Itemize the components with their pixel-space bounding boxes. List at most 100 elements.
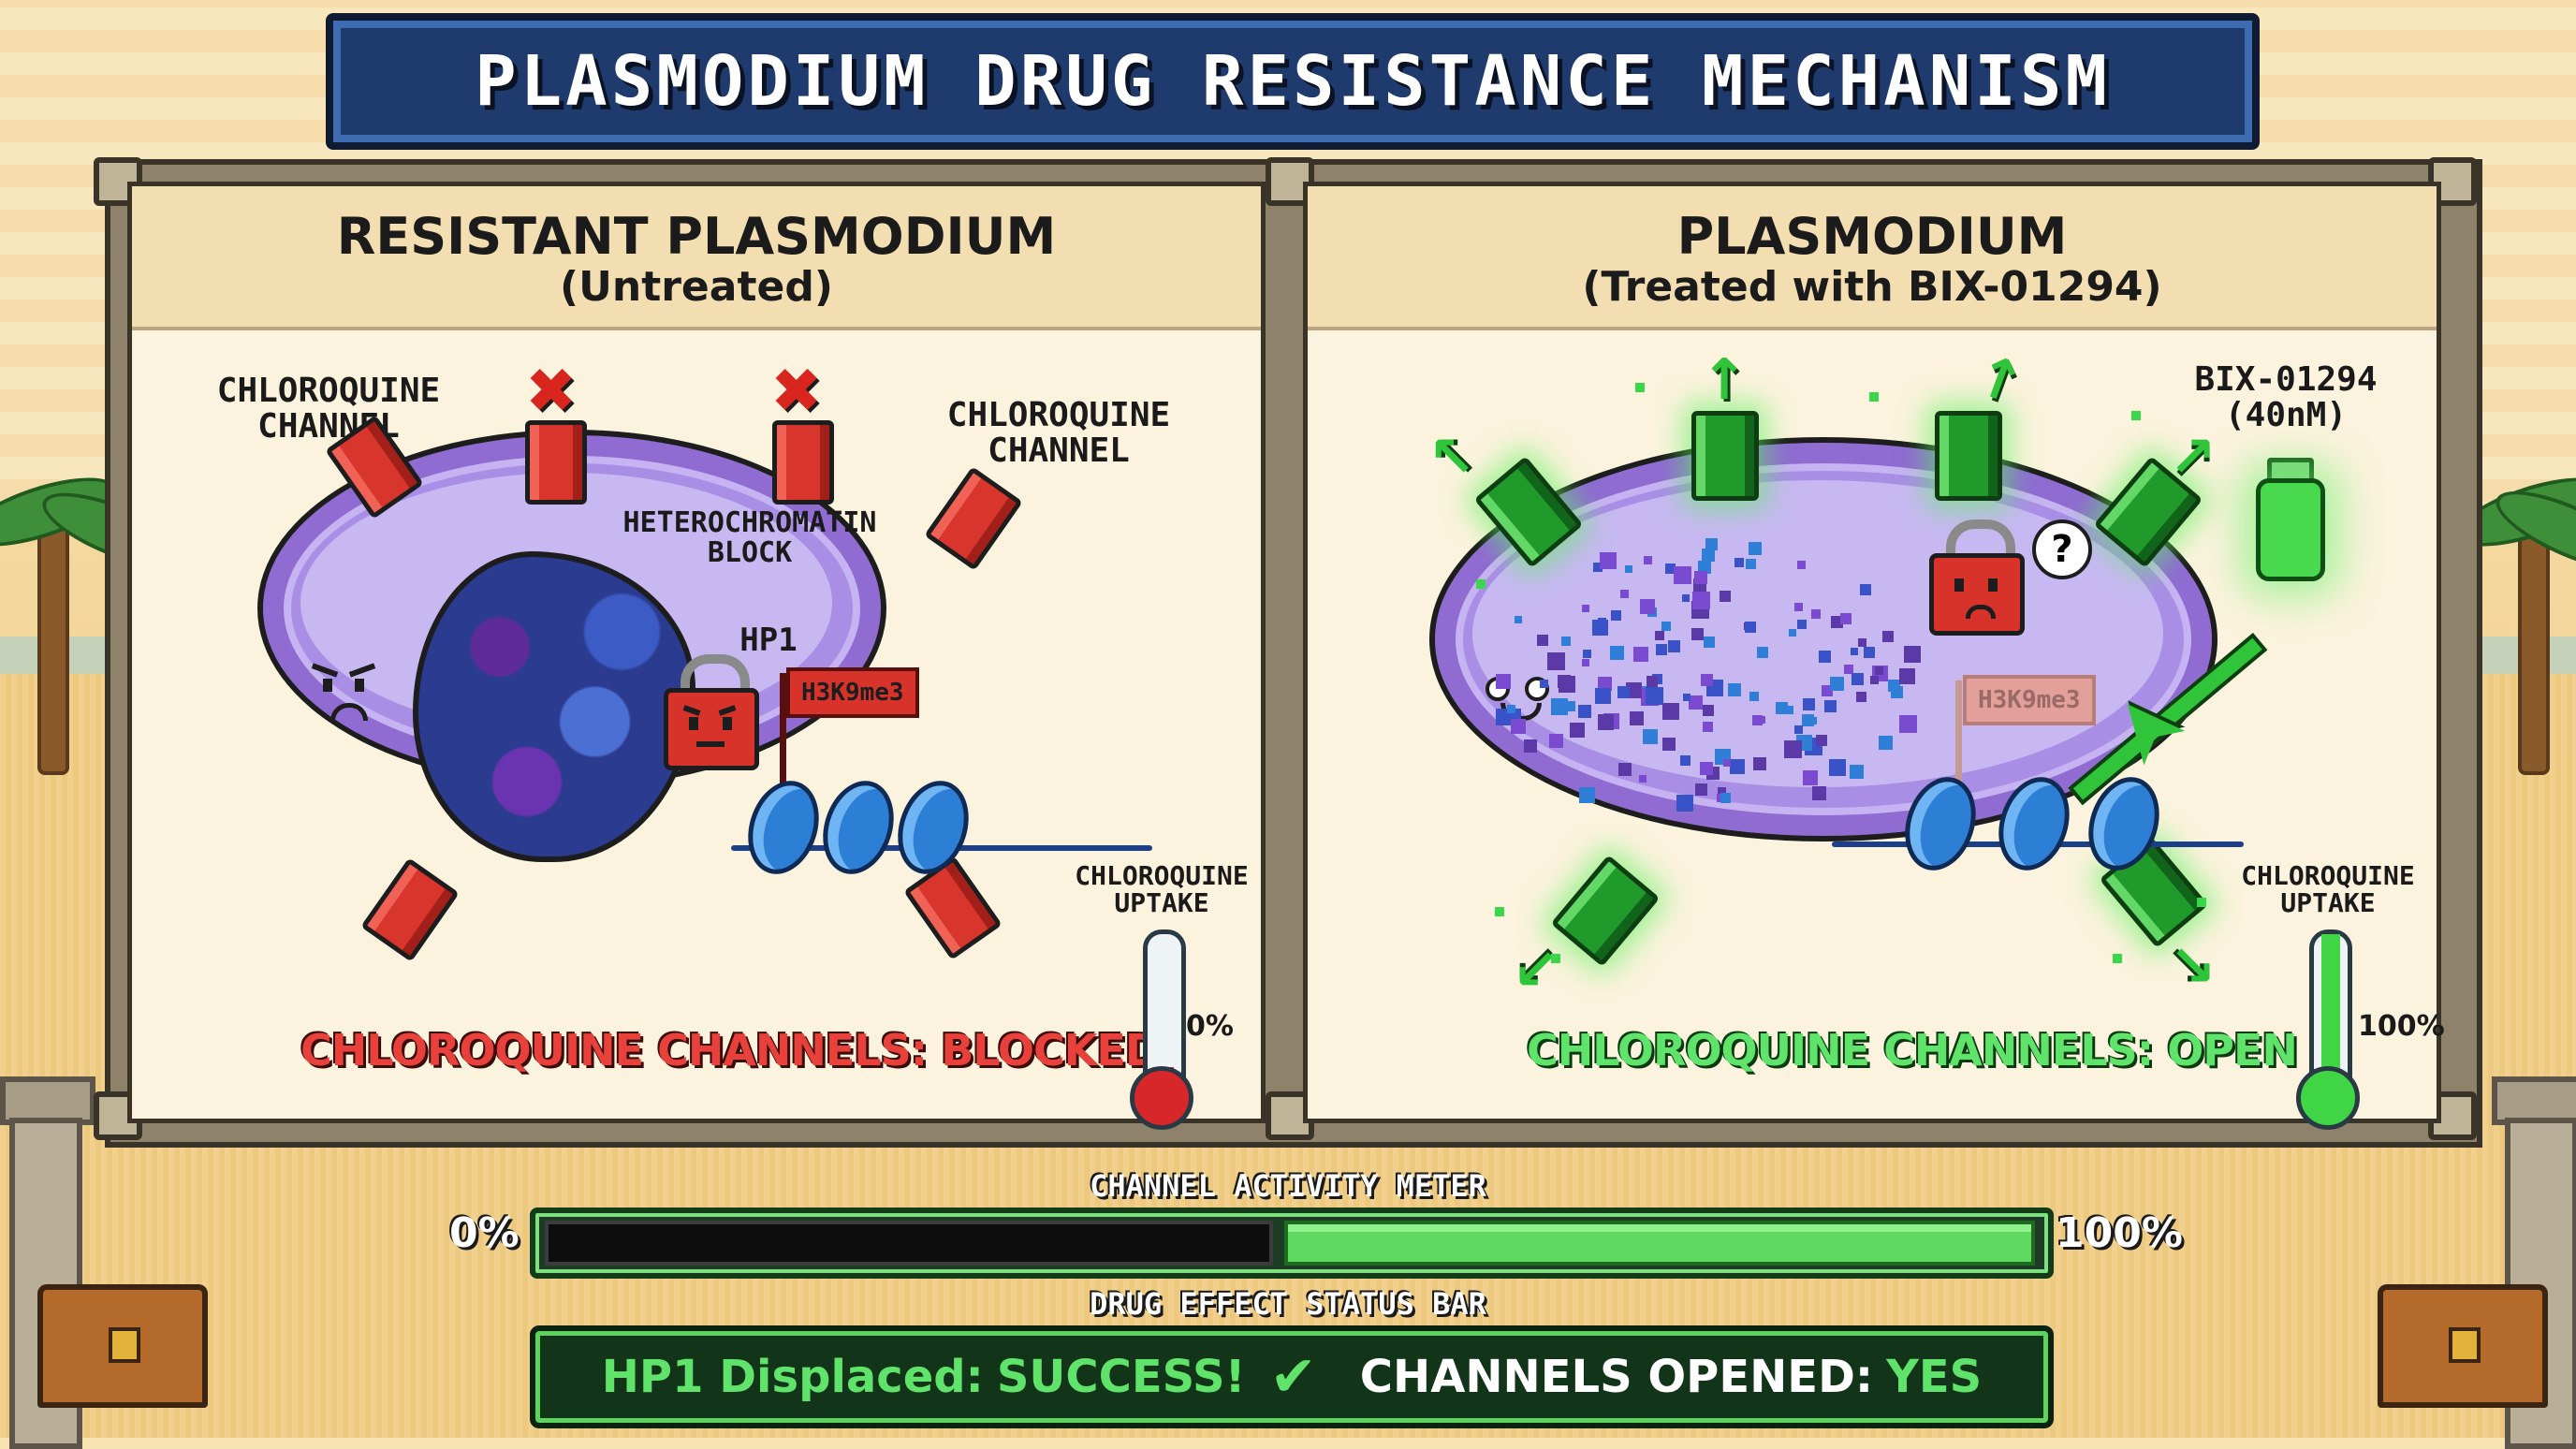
chromatin-speck xyxy=(1524,739,1538,753)
chromatin-speck xyxy=(1620,589,1630,598)
panel-subtitle: (Treated with BIX-01294) xyxy=(1582,263,2162,311)
chromatin-speck xyxy=(1617,685,1631,698)
chromatin-speck xyxy=(1638,775,1647,783)
chromatin-speck xyxy=(1898,668,1915,685)
chromatin-speck xyxy=(1600,551,1617,569)
chromatin-speck xyxy=(1752,757,1766,771)
chromatin-speck xyxy=(1643,555,1652,564)
chromatin-speck xyxy=(1691,592,1710,610)
treasure-chest-right-icon[interactable] xyxy=(2378,1284,2548,1408)
chromatin-speck xyxy=(1789,629,1797,637)
channels-status-key: CHANNELS OPENED: xyxy=(1359,1351,1874,1403)
panel-title: RESISTANT PLASMODIUM xyxy=(336,207,1057,266)
chromatin-speck xyxy=(1864,647,1876,659)
chromatin-speck xyxy=(1858,638,1867,648)
meter-min-label: 0% xyxy=(449,1209,520,1257)
meter-max-label: 100% xyxy=(2056,1209,2183,1257)
hp1-lock-icon xyxy=(1929,553,2025,636)
chromatin-speck xyxy=(1796,560,1806,569)
chromatin-speck xyxy=(1850,647,1858,655)
channel-label: CHLOROQUINE CHANNEL xyxy=(946,396,1171,470)
chromatin-speck xyxy=(1550,697,1568,715)
chromatin-speck xyxy=(1794,602,1804,611)
x-mark-icon: ✖ xyxy=(770,355,823,427)
drug-vial-icon[interactable] xyxy=(2256,478,2325,581)
chromatin-speck xyxy=(1582,649,1591,658)
treasure-chest-left-icon[interactable] xyxy=(37,1284,208,1408)
chromatin-speck xyxy=(1646,687,1664,706)
hp1-lock-shackle-icon xyxy=(1946,520,2015,572)
chromatin-speck xyxy=(1683,693,1691,701)
open-channel-icon xyxy=(1935,411,2002,501)
chromatin-speck xyxy=(1633,647,1649,663)
chromatin-speck xyxy=(1557,674,1571,688)
chromatin-speck xyxy=(1610,645,1625,660)
channel-activity-meter xyxy=(530,1208,2054,1279)
chest-lock-icon xyxy=(2449,1327,2481,1363)
heterochromatin-label: HETEROCHROMATIN BLOCK xyxy=(622,506,877,569)
chromatin-speck xyxy=(1716,793,1725,802)
chromatin-speck xyxy=(1506,705,1515,714)
h3k9me3-flag-faded: H3K9me3 xyxy=(1963,675,2096,725)
angry-face-icon xyxy=(306,662,381,721)
chromatin-speck xyxy=(1630,711,1645,726)
drug-label: BIX-01294 (40nM) xyxy=(2194,360,2378,434)
chromatin-speck xyxy=(1560,637,1571,647)
chromatin-speck xyxy=(1703,637,1715,649)
chromatin-speck xyxy=(1808,717,1817,725)
outward-arrow-icon: ↑ xyxy=(1497,928,1577,1008)
chromatin-speck xyxy=(1665,563,1676,574)
chromatin-speck xyxy=(1640,598,1656,614)
open-channel-icon xyxy=(1550,855,1661,967)
resistant-panel: RESISTANT PLASMODIUM (Untreated) CHLOROQ… xyxy=(127,182,1266,1130)
chromatin-speck xyxy=(1681,594,1690,603)
chromatin-speck xyxy=(1890,685,1903,698)
nucleosome-icon xyxy=(886,771,980,884)
chromatin-speck xyxy=(1655,630,1665,640)
chromatin-speck xyxy=(1749,691,1760,701)
chromatin-speck xyxy=(1569,723,1585,739)
chromatin-speck xyxy=(1700,673,1713,686)
uptake-value: 100% xyxy=(2358,1010,2445,1043)
chromatin-speck xyxy=(1898,714,1917,733)
chromatin-speck xyxy=(1547,651,1566,670)
chromatin-speck xyxy=(1579,786,1596,803)
chromatin-speck xyxy=(1593,562,1603,572)
chromatin-speck xyxy=(1700,762,1714,776)
chromatin-speck xyxy=(1859,583,1871,595)
chromatin-speck xyxy=(1785,706,1794,715)
chromatin-speck xyxy=(1703,704,1715,716)
page-title: PLASMODIUM DRUG RESISTANCE MECHANISM xyxy=(475,41,2111,122)
chromatin-speck xyxy=(1717,787,1726,797)
blocked-channel-icon xyxy=(360,857,460,962)
chromatin-speck xyxy=(1812,786,1827,801)
chromatin-speck xyxy=(1701,549,1715,563)
chromatin-speck xyxy=(1728,682,1742,696)
chromatin-speck xyxy=(1730,758,1746,774)
chromatin-speck xyxy=(1690,628,1704,641)
uptake-thermometer xyxy=(2309,929,2352,1079)
chromatin-speck xyxy=(1775,701,1788,714)
uptake-label: CHLOROQUINE UPTAKE xyxy=(1075,860,1249,919)
chromatin-speck xyxy=(1674,566,1692,585)
hp1-lock-icon xyxy=(664,688,759,770)
chromatin-speck xyxy=(1703,722,1714,733)
channel-status-blocked: CHLOROQUINE CHANNELS: BLOCKED xyxy=(300,1025,1161,1076)
blocked-channel-icon xyxy=(924,466,1023,571)
status-bar-label: DRUG EFFECT STATUS BAR xyxy=(1090,1286,1486,1322)
nucleosome-icon xyxy=(737,771,830,884)
chromatin-speck xyxy=(1693,571,1707,585)
blocked-channel-icon xyxy=(772,420,834,505)
outward-arrow-icon: ↑ xyxy=(1966,341,2033,419)
meter-active-segment xyxy=(1284,1221,2035,1266)
chromatin-speck xyxy=(1749,542,1763,556)
chromatin-speck xyxy=(1577,705,1591,719)
chromatin-speck xyxy=(1757,646,1769,658)
chromatin-speck xyxy=(1581,605,1589,613)
thermometer-fill xyxy=(2321,934,2340,1075)
chromatin-speck xyxy=(1828,758,1846,776)
outward-arrow-icon: ↑ xyxy=(1701,347,1749,413)
chromatin-speck xyxy=(1697,560,1711,574)
checkmark-icon: ✔ xyxy=(1269,1344,1317,1410)
chromatin-speck xyxy=(1595,688,1612,705)
